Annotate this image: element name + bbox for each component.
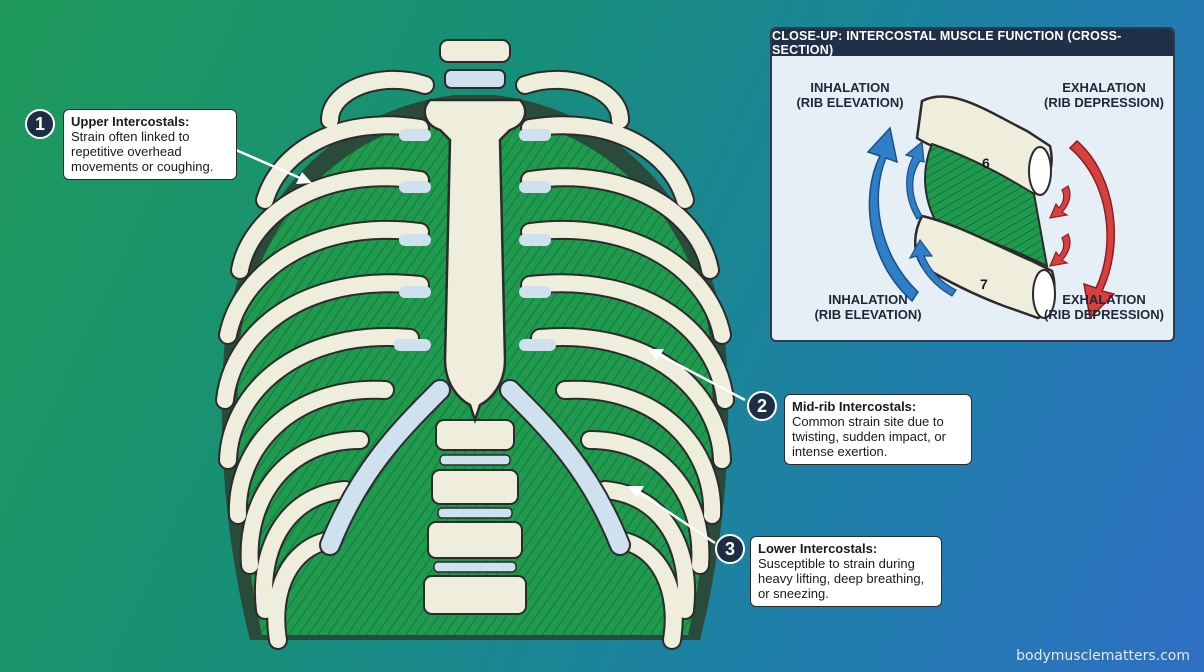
ribs-left: [215, 69, 435, 650]
callout-text: Susceptible to strain during heavy lifti…: [758, 556, 925, 601]
exhalation-arrow-small-lower: [1049, 233, 1071, 267]
callout-title: Lower Intercostals:: [758, 541, 878, 556]
exhalation-label-bottom: EXHALATION (RIB DEPRESSION): [1044, 292, 1164, 322]
costal-cartilage: [319, 129, 631, 556]
exhalation-label-top: EXHALATION (RIB DEPRESSION): [1044, 80, 1164, 110]
exhalation-arrow-small: [1049, 185, 1071, 219]
inhalation-arrow-large: [866, 126, 919, 303]
exhalation-arrow-large: [1068, 139, 1116, 320]
callout-number-1: 1: [25, 109, 55, 139]
spine: [423, 39, 527, 615]
callout-text: Strain often linked to repetitive overhe…: [71, 129, 214, 174]
callout-mid-rib-intercostals: Mid-rib Intercostals: Common strain site…: [784, 394, 972, 465]
closeup-panel: CLOSE-UP: INTERCOSTAL MUSCLE FUNCTION (C…: [770, 27, 1175, 342]
exhalation-arrows: [1049, 139, 1116, 320]
callout-number-3: 3: [715, 534, 745, 564]
site-watermark: bodymusclematters.com: [1016, 648, 1190, 664]
callout-number-2: 2: [747, 391, 777, 421]
callout-text: Common strain site due to twisting, sudd…: [792, 414, 946, 459]
callout-lower-intercostals: Lower Intercostals: Susceptible to strai…: [750, 536, 942, 607]
inhalation-arrow-small-lower: [908, 238, 957, 297]
closeup-title: CLOSE-UP: INTERCOSTAL MUSCLE FUNCTION (C…: [772, 29, 1173, 57]
sternum: [423, 98, 527, 424]
callout-title: Upper Intercostals:: [71, 114, 190, 129]
rib-6-number: 6: [982, 155, 990, 171]
inhalation-arrows: [866, 126, 957, 303]
rib-6-cross-section: [1028, 146, 1052, 196]
leader-arrows: [235, 148, 746, 545]
inhalation-arrow-small: [904, 140, 925, 220]
ribs-right: [515, 69, 735, 650]
closeup-illustration: 6 7: [866, 95, 1116, 320]
inhalation-label-top: INHALATION (RIB ELEVATION): [796, 80, 904, 110]
rib-7-cross-section: [1032, 269, 1056, 319]
rib-7-number: 7: [980, 276, 988, 292]
callout-upper-intercostals: Upper Intercostals: Strain often linked …: [63, 109, 237, 180]
callout-title: Mid-rib Intercostals:: [792, 399, 917, 414]
inhalation-label-bottom: INHALATION (RIB ELEVATION): [814, 292, 922, 322]
